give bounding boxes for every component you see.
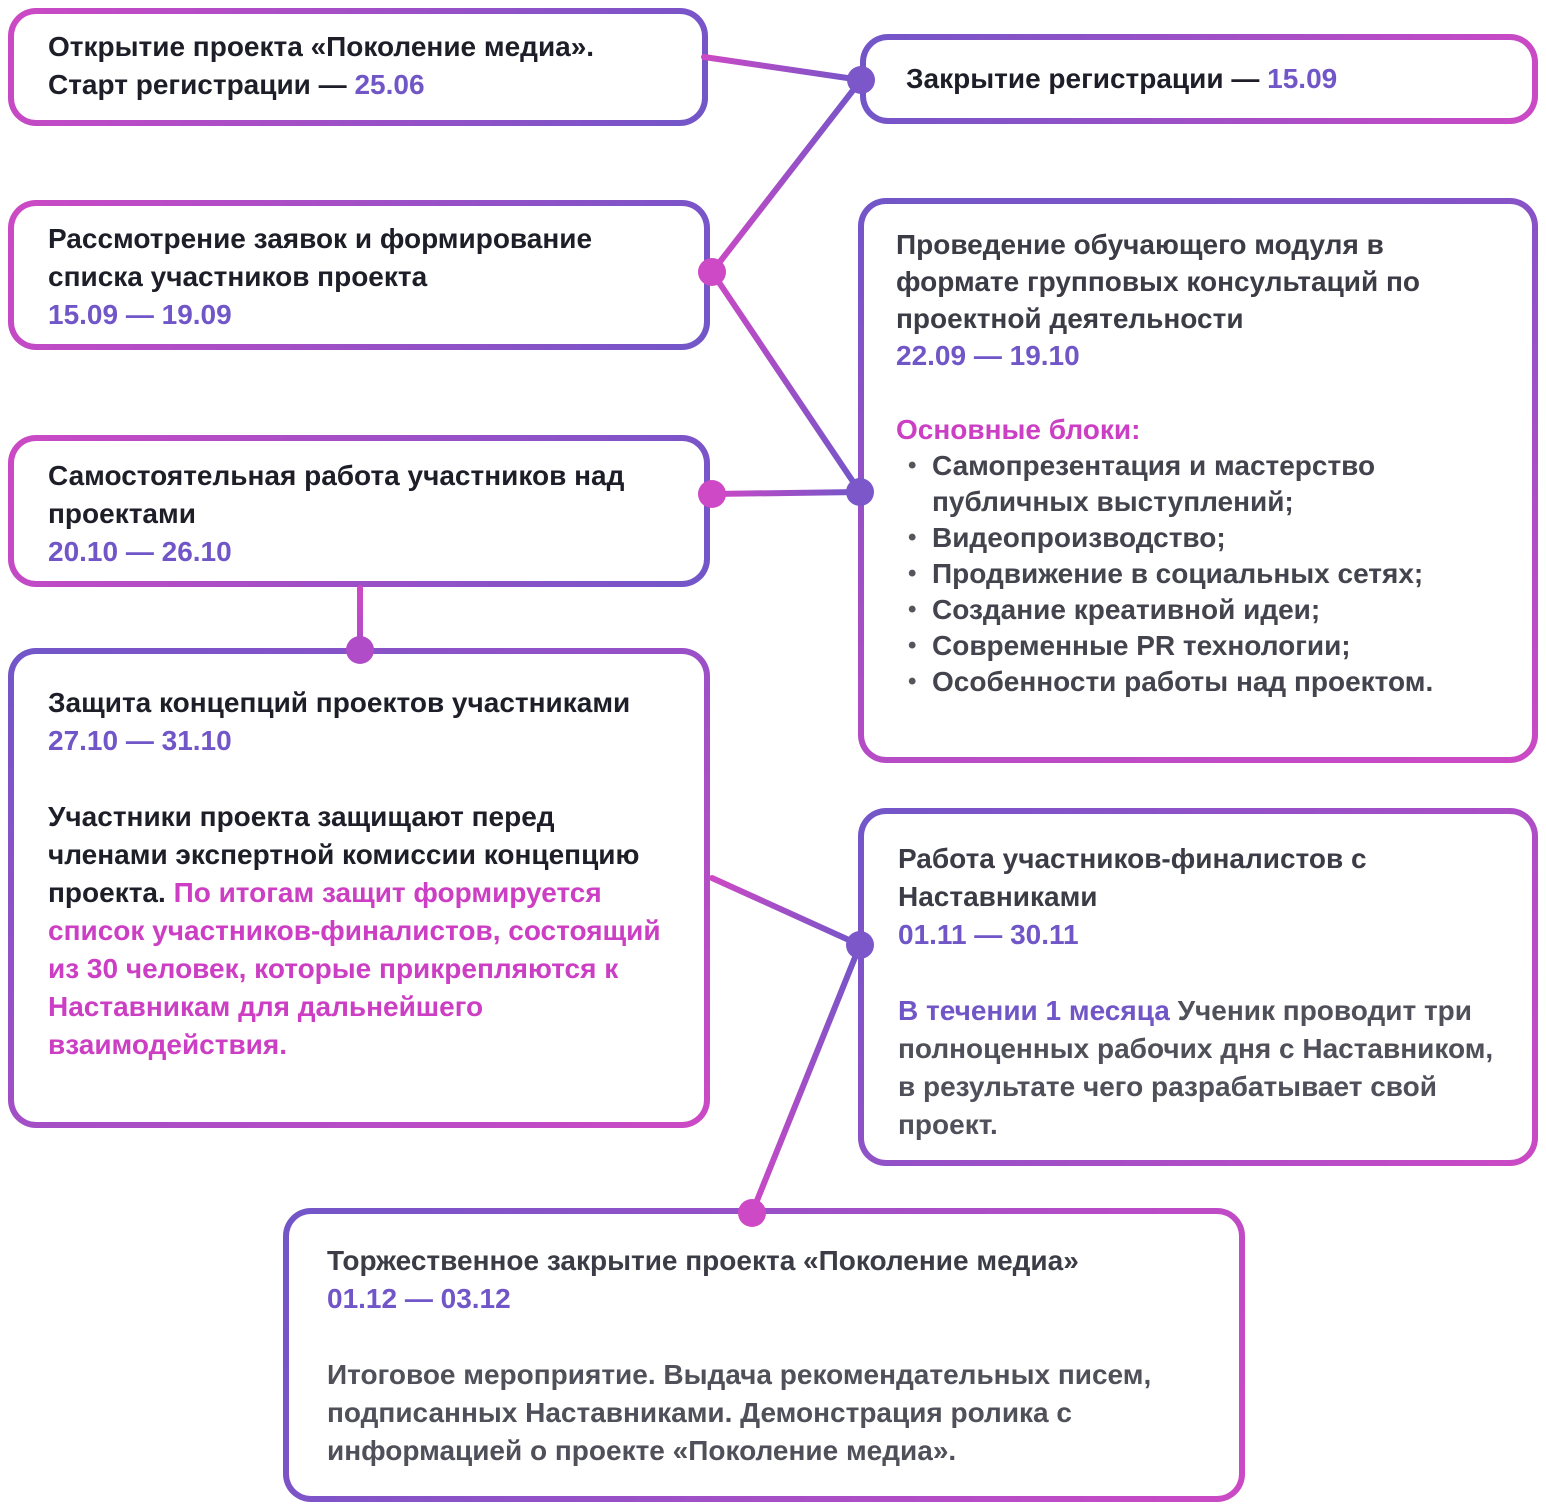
module-bullet: Современные PR технологии; <box>896 628 1500 664</box>
stage-opening-title: Открытие проекта «Поколение медиа». Стар… <box>48 31 595 100</box>
stage-defense-body: Участники проекта защищают перед членами… <box>48 798 670 1064</box>
stage-registration-close-date: 15.09 <box>1267 63 1338 94</box>
stage-mentors-body-text: Ученик проводит три полноценных рабочих … <box>898 995 1494 1140</box>
stage-card-mentors: Работа участников-финалистов с Наставник… <box>858 808 1538 1166</box>
connector-line <box>709 77 864 275</box>
module-bullet: Видеопроизводство; <box>896 520 1500 556</box>
stage-training-title: Проведение обучающего модуля в формате г… <box>896 229 1421 334</box>
connector-line <box>709 875 863 948</box>
stage-mentors-lead: В течении 1 месяца <box>898 995 1170 1026</box>
stage-card-opening: Открытие проекта «Поколение медиа». Стар… <box>8 8 708 126</box>
stage-mentors-date: 01.11 — 30.11 <box>898 919 1079 950</box>
stage-mentors-body: В течении 1 месяца Ученик проводит три п… <box>898 992 1498 1144</box>
stage-closing-body: Итоговое мероприятие. Выдача рекомендате… <box>327 1359 1152 1466</box>
stage-training-date: 22.09 — 19.10 <box>896 340 1080 371</box>
stage-opening-text: Открытие проекта «Поколение медиа». Стар… <box>48 28 668 104</box>
stage-card-defense: Защита концепций проектов участниками 27… <box>8 648 710 1128</box>
stage-defense-body-accent: По итогам защит формируется список участ… <box>48 877 661 1060</box>
stage-applications-date: 15.09 — 19.09 <box>48 299 232 330</box>
connector-line <box>701 54 864 83</box>
stage-training-blocks-label: Основные блоки: <box>896 414 1141 445</box>
connector-line <box>749 942 863 1216</box>
connector-line <box>709 489 863 497</box>
stage-mentors-title: Работа участников-финалистов с Наставник… <box>898 843 1367 912</box>
stage-card-applications: Рассмотрение заявок и формирование списк… <box>8 200 710 350</box>
stage-defense-body-normal: Участники проекта защищают перед членами… <box>48 801 640 908</box>
stage-defense-title: Защита концепций проектов участниками <box>48 687 631 718</box>
stage-registration-close-title: Закрытие регистрации — <box>906 63 1268 94</box>
module-bullet: Самопрезентация и мастерство публичных в… <box>896 448 1500 520</box>
stage-card-independent-work: Самостоятельная работа участников над пр… <box>8 435 710 587</box>
stage-closing-date: 01.12 — 03.12 <box>327 1283 511 1314</box>
stage-independent-date: 20.10 — 26.10 <box>48 536 232 567</box>
module-bullet: Продвижение в социальных сетях; <box>896 556 1500 592</box>
stage-defense-date: 27.10 — 31.10 <box>48 725 232 756</box>
module-bullet: Создание креативной идеи; <box>896 592 1500 628</box>
stage-applications-title: Рассмотрение заявок и формирование списк… <box>48 223 593 292</box>
stage-training-blocks-list: Самопрезентация и мастерство публичных в… <box>896 448 1500 700</box>
stage-opening-date: 25.06 <box>354 69 425 100</box>
stage-card-registration-close: Закрытие регистрации — 15.09 <box>860 34 1538 124</box>
module-bullet: Особенности работы над проектом. <box>896 664 1500 700</box>
stage-card-closing: Торжественное закрытие проекта «Поколени… <box>283 1208 1245 1502</box>
connector-line <box>709 269 863 495</box>
stage-card-training-module: Проведение обучающего модуля в формате г… <box>858 198 1538 763</box>
stage-registration-close-text: Закрытие регистрации — 15.09 <box>906 60 1337 98</box>
stage-independent-title: Самостоятельная работа участников над пр… <box>48 460 625 529</box>
stage-closing-title: Торжественное закрытие проекта «Поколени… <box>327 1245 1079 1276</box>
